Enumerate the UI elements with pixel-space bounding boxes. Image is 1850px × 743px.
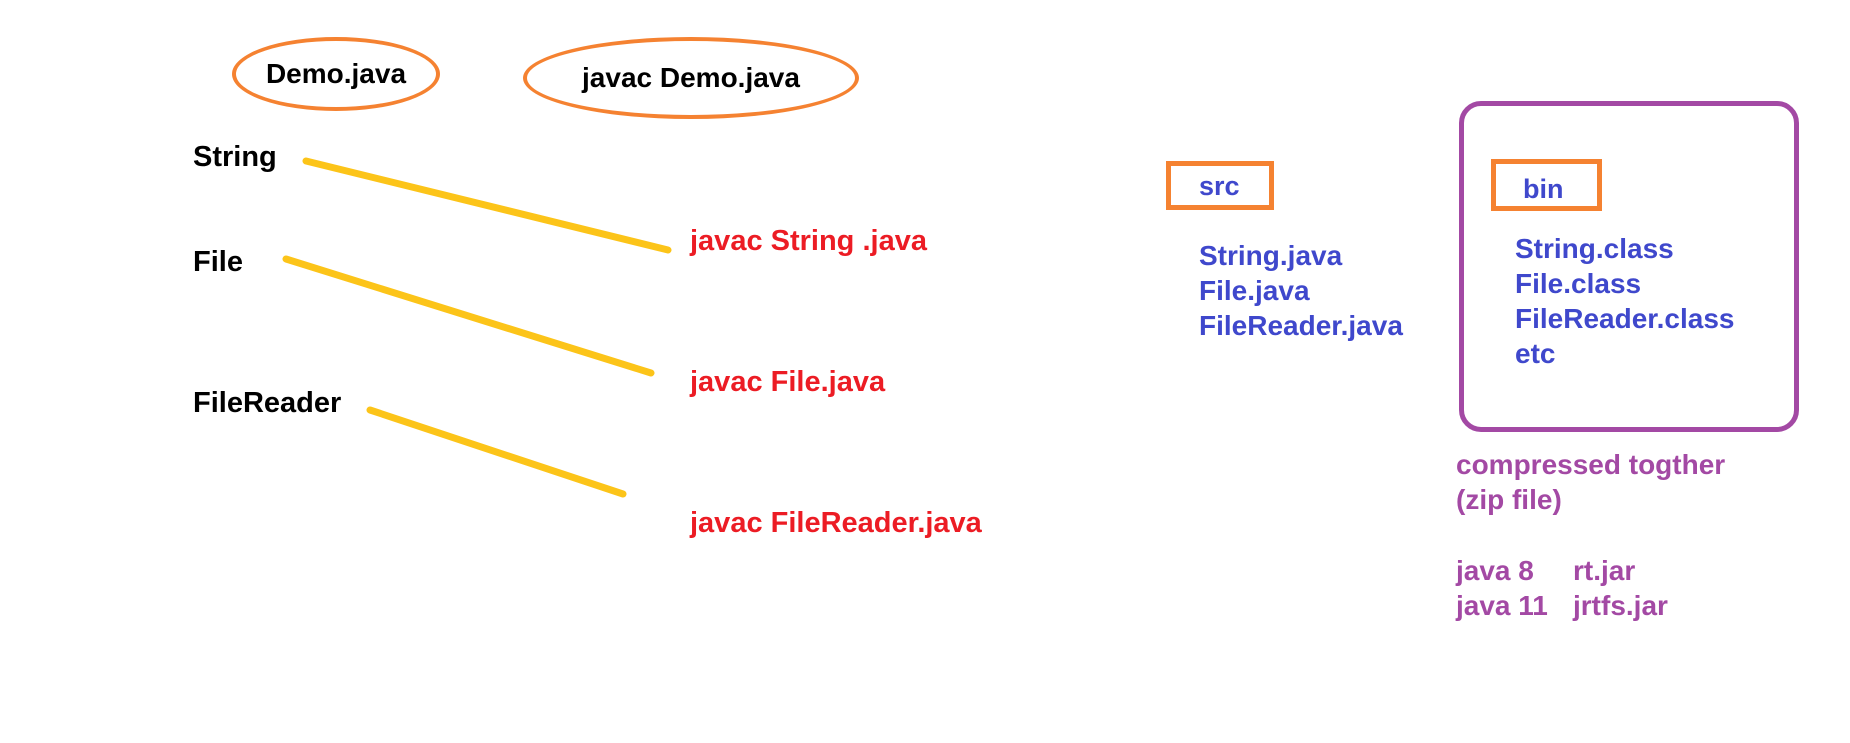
bin-file-list: String.class File.class FileReader.class… (1515, 231, 1734, 371)
command-filereader: javac FileReader.java (690, 507, 982, 539)
compressed-line: (zip file) (1456, 484, 1562, 515)
connector-filereader (366, 406, 627, 498)
connector-string (302, 157, 672, 254)
bin-file: String.class (1515, 233, 1674, 264)
src-label: src (1199, 171, 1240, 201)
bin-box: bin (1491, 159, 1602, 211)
java11-jar: jrtfs.jar (1573, 590, 1668, 621)
bin-file: etc (1515, 338, 1556, 369)
demo-java-label: Demo.java (265, 58, 407, 89)
bin-label: bin (1523, 174, 1564, 204)
java8-version: java 8 (1456, 555, 1534, 586)
javac-demo-oval: javac Demo.java (523, 37, 859, 119)
class-file: File (193, 246, 243, 278)
command-string: javac String .java (690, 225, 927, 257)
compressed-note: compressed togther (zip file) (1456, 447, 1725, 517)
class-string: String (193, 141, 277, 173)
compressed-line: compressed togther (1456, 449, 1726, 480)
connector-file (282, 255, 655, 377)
command-file: javac File.java (690, 366, 886, 398)
bin-file: FileReader.class (1515, 303, 1735, 334)
src-file-list: String.java File.java FileReader.java (1199, 238, 1403, 343)
class-filereader: FileReader (193, 387, 342, 419)
demo-java-oval: Demo.java (232, 37, 440, 111)
javac-demo-label: javac Demo.java (582, 62, 800, 93)
src-file: String.java (1199, 240, 1343, 271)
java8-jar: rt.jar (1573, 555, 1636, 586)
bin-file: File.class (1515, 268, 1642, 299)
java11-version: java 11 (1456, 590, 1548, 621)
src-box: src (1166, 161, 1274, 210)
src-file: File.java (1199, 275, 1310, 306)
src-file: FileReader.java (1199, 310, 1403, 341)
bin-container (1459, 101, 1799, 432)
